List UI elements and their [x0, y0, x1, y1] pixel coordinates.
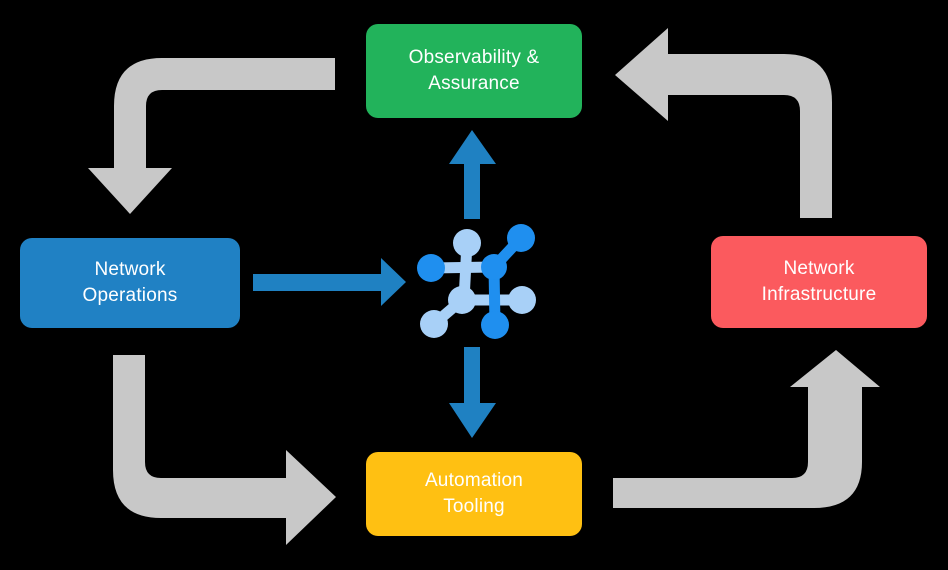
node-label-network-infrastructure: Network Infrastructure	[761, 258, 877, 305]
node-bottom-left-light	[420, 310, 448, 338]
blue-arrow-center-to-observability	[449, 130, 496, 219]
node-hub-dark	[481, 254, 507, 280]
node-bottom-dark	[481, 311, 509, 339]
gray-arrow-netops-to-automation	[113, 355, 336, 545]
node-left-dark	[417, 254, 445, 282]
node-top-left-light	[453, 229, 481, 257]
node-box-network-infrastructure[interactable]: Network Infrastructure	[711, 236, 927, 328]
node-box-network-operations[interactable]: Network Operations	[20, 238, 240, 328]
node-mid-left-light	[448, 286, 476, 314]
node-box-automation-tooling[interactable]: Automation Tooling	[366, 452, 582, 536]
node-box-observability[interactable]: Observability & Assurance	[366, 24, 582, 118]
network-icon-nodes	[417, 224, 536, 339]
gray-arrow-netinfra-to-observability	[615, 28, 832, 218]
node-label-network-operations: Network Operations	[82, 259, 178, 306]
gray-arrow-automation-to-netinfra	[613, 350, 880, 508]
node-right-light	[508, 286, 536, 314]
blue-arrow-center-to-automation	[449, 347, 496, 438]
node-label-automation-tooling: Automation Tooling	[424, 470, 524, 517]
node-label-observability: Observability & Assurance	[408, 47, 540, 94]
blue-arrow-netops-to-center	[253, 258, 406, 306]
node-top-right-dark	[507, 224, 535, 252]
gray-arrow-observability-to-netops	[88, 58, 335, 214]
